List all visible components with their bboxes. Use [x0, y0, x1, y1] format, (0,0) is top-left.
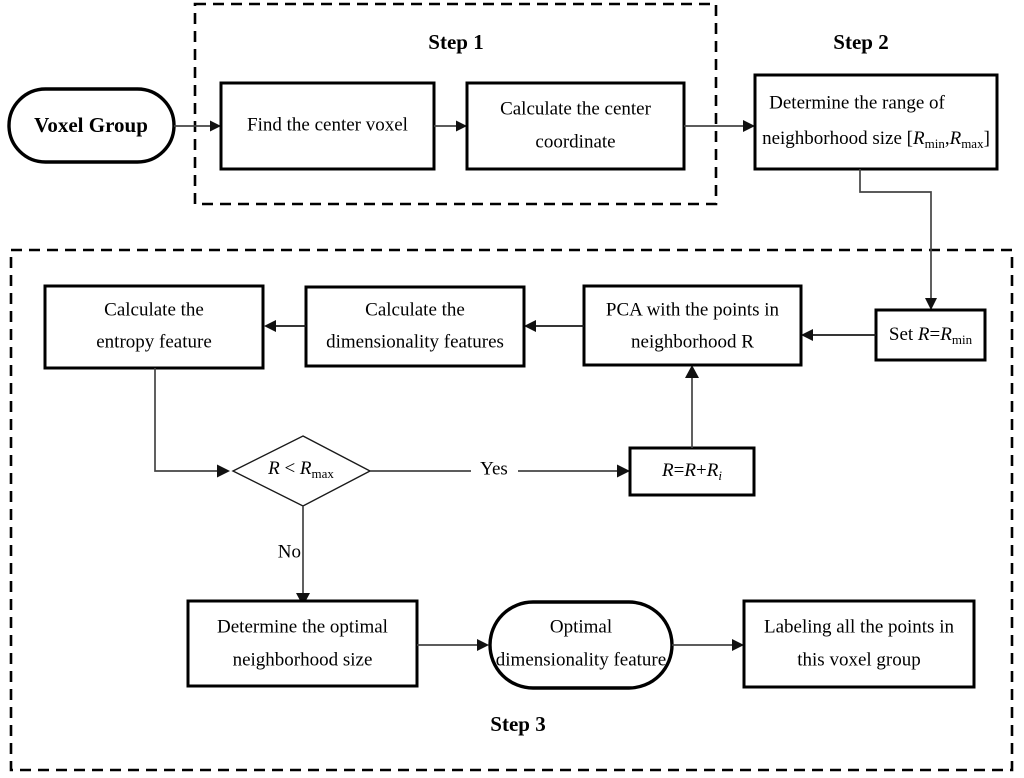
- node-optimal-dimensionality-feature-line2: dimensionality feature: [496, 649, 666, 670]
- step2-label: Step 2: [833, 30, 888, 54]
- node-calculate-entropy[interactable]: [43, 284, 265, 370]
- inc-r-var3: R: [706, 460, 719, 481]
- decision-r-var: R: [267, 458, 280, 479]
- node-optimal-dimensionality-feature-line1: Optimal: [550, 616, 612, 637]
- inc-eq: =: [674, 460, 685, 481]
- edge-calccenter-to-determinerange-arrow: [743, 120, 755, 132]
- inc-sub: i: [718, 468, 722, 483]
- decision-sub: max: [312, 466, 335, 481]
- node-calculate-dimensionality-line1: Calculate the: [365, 299, 465, 320]
- node-determine-optimal-size-line2: neighborhood size: [233, 649, 373, 670]
- edge-decision-yes-arrow: [617, 464, 630, 478]
- edge-optimalfeature-to-labeling-arrow: [732, 639, 744, 651]
- r-min-var: R: [912, 128, 925, 149]
- decision-r-var2: R: [299, 458, 312, 479]
- node-set-r-min-label: Set R=Rmin: [889, 324, 973, 347]
- node-increment-r-label: R=R+Ri: [661, 460, 722, 483]
- r-min-sub: min: [925, 136, 946, 151]
- node-optimal-dimensionality-feature[interactable]: [488, 600, 674, 690]
- node-pca-neighborhood-line1: PCA with the points in: [606, 299, 780, 320]
- node-determine-range[interactable]: [753, 73, 999, 171]
- edge-determinerange-to-setr-arrow: [925, 298, 937, 310]
- r-max-sub: max: [961, 136, 984, 151]
- node-calculate-center-coordinate-line2: coordinate: [535, 131, 615, 152]
- inc-r-var: R: [661, 460, 674, 481]
- node-determine-optimal-size[interactable]: [186, 599, 419, 688]
- node-calculate-dimensionality-line2: dimensionality features: [326, 331, 504, 352]
- node-pca-neighborhood-line2: neighborhood R: [631, 331, 754, 352]
- node-pca-neighborhood[interactable]: [582, 284, 803, 367]
- node-determine-range-line2-text: neighborhood size: [762, 128, 902, 149]
- inc-plus: +: [696, 460, 707, 481]
- node-calculate-entropy-line2: entropy feature: [96, 331, 212, 352]
- edge-findcenter-to-calccenter-arrow: [456, 120, 467, 132]
- edge-setr-to-pca-arrow: [801, 329, 813, 341]
- edge-dimensionality-to-entropy-arrow: [264, 320, 276, 332]
- edge-entropy-to-decision: [154, 368, 222, 472]
- node-calculate-center-coordinate[interactable]: [465, 81, 686, 171]
- node-determine-optimal-size-line1: Determine the optimal: [217, 616, 388, 637]
- node-calculate-entropy-line1: Calculate the: [104, 299, 204, 320]
- set-r-eq: =: [930, 324, 941, 345]
- step3-label: Step 3: [490, 712, 545, 736]
- node-determine-range-line1: Determine the range of: [769, 92, 945, 113]
- node-labeling-points-line2: this voxel group: [797, 649, 921, 670]
- r-max-var: R: [949, 128, 962, 149]
- node-labeling-points-line1: Labeling all the points in: [764, 616, 954, 637]
- inc-r-var2: R: [683, 460, 696, 481]
- math-comma: ,: [945, 128, 950, 149]
- node-calculate-dimensionality[interactable]: [304, 285, 526, 368]
- node-decision-label: R < Rmax: [267, 458, 334, 481]
- edge-voxelgroup-to-findcenter-arrow: [210, 120, 221, 132]
- step1-label: Step 1: [428, 30, 483, 54]
- edge-label-yes: Yes: [480, 458, 508, 479]
- group-step3-boundary: [9, 248, 1014, 772]
- node-find-center-voxel-label: Find the center voxel: [247, 114, 408, 135]
- node-find-center-voxel[interactable]: [219, 81, 436, 171]
- edge-determinerange-to-setr: [859, 169, 932, 303]
- bracket-open: [: [907, 128, 913, 149]
- edge-pca-to-dimensionality-arrow: [524, 320, 536, 332]
- edge-label-no: No: [278, 541, 301, 562]
- decision-op: <: [284, 458, 295, 479]
- set-r-sub: min: [952, 332, 973, 347]
- node-labeling-points[interactable]: [742, 599, 976, 689]
- node-voxel-group-label: Voxel Group: [34, 113, 148, 137]
- set-r-var2: R: [939, 324, 952, 345]
- node-calculate-center-coordinate-line1: Calculate the center: [500, 98, 652, 119]
- node-determine-range-line2: neighborhood size [Rmin,Rmax]: [762, 128, 990, 151]
- bracket-close: ]: [984, 128, 990, 149]
- edge-entropy-to-decision-arrow: [217, 464, 230, 478]
- edge-increment-to-pca-arrow: [685, 365, 699, 378]
- edge-optimalsize-to-optimalfeature-arrow: [477, 639, 489, 651]
- set-prefix: Set: [889, 324, 914, 345]
- set-r-var: R: [917, 324, 930, 345]
- group-step1-boundary: [193, 2, 718, 206]
